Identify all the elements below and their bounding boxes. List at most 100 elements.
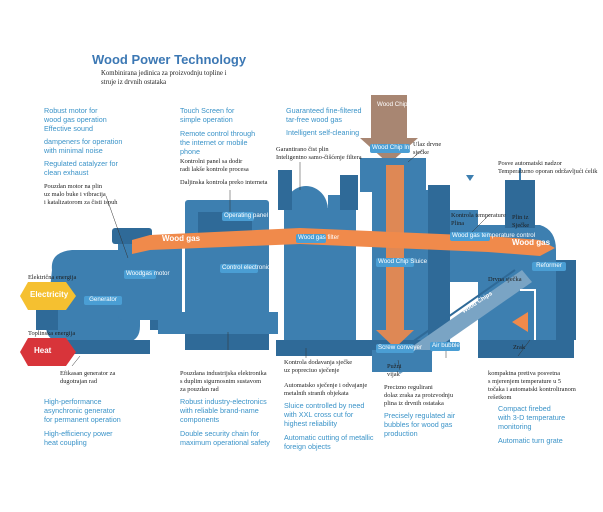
gen-hr-2: dugotrajan rad — [60, 378, 98, 385]
ref-hr-4: rešetkom — [488, 394, 512, 401]
label-woodgas-motor: Woodgas motor — [124, 270, 170, 279]
drvna-sjecka-label: Drvna sječka — [488, 276, 522, 283]
motor-feature-hr-1: Pouzdan motor na plin — [44, 183, 103, 190]
chip-flow-down — [376, 165, 414, 348]
sensor-hr-2: Temperaturno oporan održavljući ćelik — [498, 168, 598, 175]
sluice-en-3: highest reliability — [284, 419, 338, 428]
touch-feature-en-1: Touch Screen for — [180, 106, 235, 115]
air-en-3: production — [384, 429, 418, 438]
label-generator: Generator — [84, 296, 122, 305]
gen-en-3: for permanent operation — [44, 415, 121, 424]
screw-hr-2: vijak — [387, 371, 400, 378]
gen-hr-1: Efikasan generator za — [60, 370, 116, 377]
label-reformer: Reformer — [532, 262, 566, 271]
ref-en-1: Compact firebed — [498, 404, 551, 413]
sluice-en-5: foreign objects — [284, 442, 331, 451]
generator-base — [60, 340, 150, 354]
wood-gas-text-left: Wood gas — [162, 234, 201, 243]
air-hr-3: plina iz drvnih ostataka — [384, 400, 444, 407]
motor-feature-en-6: Regulated catalyzer for — [44, 159, 118, 168]
ref-en-3: monitoring — [498, 422, 532, 431]
ref-en-2: with 3-D temperature — [498, 413, 566, 422]
elec-en-2: with reliable brand-name — [180, 406, 259, 415]
page-title: Wood Power Technology — [92, 52, 247, 67]
remote-feature-hr: Daljinska kontrola preko interneta — [180, 179, 268, 186]
zrak-label: Zrak — [513, 344, 526, 351]
label-wood-chip-input: Wood Chip Input — [370, 144, 418, 153]
air-hr-1: Precizno regulirani — [384, 384, 433, 391]
input-hr-1: Ulaz drvne — [413, 141, 442, 148]
generator-body — [46, 249, 140, 342]
ref-hr-3: točaka i automatski kontroliranom — [488, 386, 576, 393]
filter-feature-en-3: Intelligent self-cleaning — [286, 128, 360, 137]
gen-en-5: heat coupling — [44, 438, 87, 447]
air-en-1: Precisely regulated air — [384, 411, 456, 420]
wood-chip-ramp — [390, 270, 532, 374]
label-wood-chip-sluice: Wood Chip Sluice — [376, 258, 428, 267]
motor-feature-hr-2: uz malo buke i vibracija — [44, 191, 106, 198]
touch-feature-hr-2: radi lakše kontrole procesa — [180, 166, 249, 173]
cut-hr-2: metalnih stranih objekata — [284, 390, 349, 397]
sensor-arrow-1 — [466, 158, 474, 181]
elec-hr-1: Pouzdana industrijska elektronika — [180, 370, 267, 377]
electricity-hr: Električna energija — [28, 274, 77, 281]
ref-hr-2: s mjerenjem temperature u 5 — [488, 378, 562, 385]
label-control-electronics: Control electronics — [220, 264, 274, 273]
sluice-hr-2: uz popreciuo sječenje — [284, 367, 340, 374]
motor-feature-en-5: with minimal noise — [44, 146, 103, 155]
electricity-label: Electricity — [30, 290, 69, 299]
elec-en-5: maximum operational safety — [180, 438, 270, 447]
elec-en-1: Robust industry-electronics — [180, 397, 267, 406]
filter-feature-en-2: tar-free wood gas — [286, 115, 342, 124]
temp-hr-2: Plina — [451, 220, 465, 227]
ref-en-4: Automatic turn grate — [498, 436, 563, 445]
gas-hr-2: Sječke — [512, 222, 530, 229]
temp-hr-1: Kontrola temperature — [451, 212, 506, 219]
electricity-arrow — [20, 282, 76, 310]
label-air-bubbles: Air bubbles — [430, 342, 463, 351]
sensor-hr-1: Posve automatski nadzor — [498, 160, 562, 167]
wood-gas-flow-left — [132, 228, 300, 254]
remote-feature-en-1: Remote control through — [180, 129, 256, 138]
connecting-pipe — [168, 238, 182, 322]
gen-en-1: High-performance — [44, 397, 102, 406]
filter-feature-hr-1: Garantirano čist plin — [276, 146, 329, 153]
elec-hr-2: s duplim sigurnosnim sustavom — [180, 378, 262, 385]
leader-lines — [71, 149, 531, 371]
motor-feature-en-2: wood gas operation — [44, 115, 107, 124]
subtitle-line-1: Kombinirana jedinica za proizvodnju topl… — [101, 70, 227, 77]
label-wood-gas-temperature-control: Wood gas temperature control — [450, 232, 535, 241]
air-hr-2: dolaz zraka za proizvodnju — [384, 392, 454, 399]
screw-hr-1: Pužni — [387, 363, 402, 370]
gen-en-4: High-efficiency power — [44, 429, 113, 438]
input-hr-2: sječke — [413, 149, 429, 156]
elec-hr-3: za pouzdan rad — [180, 386, 219, 393]
sluice-en-1: Sluice controlled by need — [284, 401, 365, 410]
filter-feature-en-1: Guaranteed fine-filtered — [286, 106, 362, 115]
motor-feature-en-1: Robust motor for — [44, 106, 98, 115]
screw-conveyer-housing — [372, 350, 432, 372]
remote-feature-en-2: the internet or mobile — [180, 138, 248, 147]
wood-gas-text-right: Wood gas — [512, 238, 551, 247]
wood-gas-flow-right — [300, 228, 555, 256]
subtitle-line-2: struje iz drvnih ostataka — [101, 79, 167, 86]
label-wood-chips: Wood Chips — [375, 101, 411, 110]
ref-hr-1: kompaktna pretiva posvetna — [488, 370, 561, 377]
heat-hr: Toplinska energija — [28, 330, 76, 337]
cut-hr-1: Automatsko sječenje i odvajanje — [284, 382, 368, 389]
sluice-en-4: Automatic cutting of metallic — [284, 433, 374, 442]
motor-feature-en-7: clean exhaust — [44, 168, 89, 177]
heat-arrow — [20, 338, 76, 366]
label-wood-gas-filter: Wood gas filter — [296, 234, 340, 243]
label-operating-panel: Operating panel — [222, 212, 269, 221]
elec-en-3: components — [180, 415, 220, 424]
motor-feature-en-4: dampeners for operation — [44, 137, 123, 146]
air-en-2: bubbles for wood gas — [384, 420, 453, 429]
motor-feature-hr-3: i katalizatorom za čisti ispuh — [44, 199, 118, 206]
elec-en-4: Double security chain for — [180, 429, 260, 438]
sluice-en-2: with XXL cross cut for — [284, 410, 354, 419]
remote-feature-en-3: phone — [180, 147, 200, 156]
heat-label: Heat — [34, 346, 52, 355]
air-arrow — [512, 312, 528, 332]
